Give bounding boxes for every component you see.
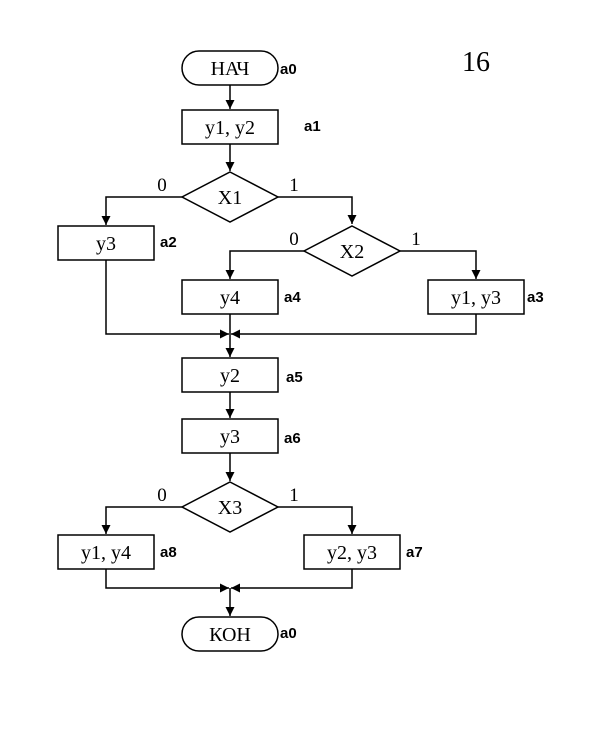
operation-y3-left-text: y3 xyxy=(96,233,116,255)
arrow-x1-false-to-y3 xyxy=(101,196,182,225)
x1-true-label: 1 xyxy=(289,175,299,196)
operation-y3-left-shape xyxy=(57,225,155,261)
operation-y1y3-text: y1, y3 xyxy=(451,287,501,309)
operation-y1y2-shape xyxy=(181,109,279,145)
state-label-a2: a2 xyxy=(160,234,177,251)
operation-y1y2-text: y1, y2 xyxy=(205,117,255,139)
x2-true-label: 1 xyxy=(411,229,421,250)
operation-y2y3-shape xyxy=(303,534,401,570)
operation-y3-left: y3 xyxy=(57,225,155,261)
arrow-x1-true-to-x2 xyxy=(278,196,357,224)
state-label-a1: a1 xyxy=(304,118,321,135)
arrow-y2y3-to-merge xyxy=(231,569,353,593)
start-terminal: НАЧ xyxy=(181,50,279,86)
decision-x1-shape xyxy=(180,171,280,223)
decision-x3-text: X3 xyxy=(218,497,242,519)
state-label-a7: a7 xyxy=(406,544,423,561)
operation-y4-text: y4 xyxy=(220,287,240,309)
operation-y3-middle-text: y3 xyxy=(220,426,240,448)
arrow-x3-true-to-y2y3 xyxy=(278,506,357,534)
arrow-x2-false-to-y4 xyxy=(225,250,304,279)
arrow-x3-false-to-y1y4 xyxy=(101,506,182,534)
operation-y2y3-text: y2, y3 xyxy=(327,542,377,564)
state-label-a5: a5 xyxy=(286,369,303,386)
arrow-y1y3-to-merge xyxy=(231,314,477,339)
x3-true-label: 1 xyxy=(289,485,299,506)
operation-y3-middle: y3 xyxy=(181,418,279,454)
operation-y2-shape xyxy=(181,357,279,393)
operation-y1y4-shape xyxy=(57,534,155,570)
operation-y2: y2 xyxy=(181,357,279,393)
operation-y1y2: y1, y2 xyxy=(181,109,279,145)
decision-x1-text: X1 xyxy=(218,187,242,209)
state-label-a8: a8 xyxy=(160,544,177,561)
operation-y1y4: y1, y4 xyxy=(57,534,155,570)
decision-x2-shape xyxy=(302,225,402,277)
decision-x3: X3 xyxy=(180,481,280,533)
operation-y1y4-text: y1, y4 xyxy=(81,542,131,564)
arrow-y3-to-merge xyxy=(105,260,229,339)
state-label-a3: a3 xyxy=(527,289,544,306)
decision-x2-text: X2 xyxy=(340,241,364,263)
page-number: 16 xyxy=(462,47,490,78)
operation-y4: y4 xyxy=(181,279,279,315)
start-terminal-text: НАЧ xyxy=(211,58,250,80)
state-label-start: a0 xyxy=(280,61,297,78)
decision-x2: X2 xyxy=(302,225,402,277)
operation-y1y3: y1, y3 xyxy=(427,279,525,315)
state-label-a4: a4 xyxy=(284,289,301,306)
operation-y2y3: y2, y3 xyxy=(303,534,401,570)
arrow-x2-true-to-y1y3 xyxy=(400,250,481,279)
end-terminal-text: КОН xyxy=(209,624,251,646)
x3-false-label: 0 xyxy=(157,485,167,506)
end-terminal-shape xyxy=(181,616,279,652)
arrow-y1y4-to-merge xyxy=(105,569,229,593)
end-terminal: КОН xyxy=(181,616,279,652)
operation-y2-text: y2 xyxy=(220,365,240,387)
x2-false-label: 0 xyxy=(289,229,299,250)
operation-y3-middle-shape xyxy=(181,418,279,454)
x1-false-label: 0 xyxy=(157,175,167,196)
state-label-end: a0 xyxy=(280,625,297,642)
decision-x1: X1 xyxy=(180,171,280,223)
operation-y1y3-shape xyxy=(427,279,525,315)
decision-x3-shape xyxy=(180,481,280,533)
state-label-a6: a6 xyxy=(284,430,301,447)
